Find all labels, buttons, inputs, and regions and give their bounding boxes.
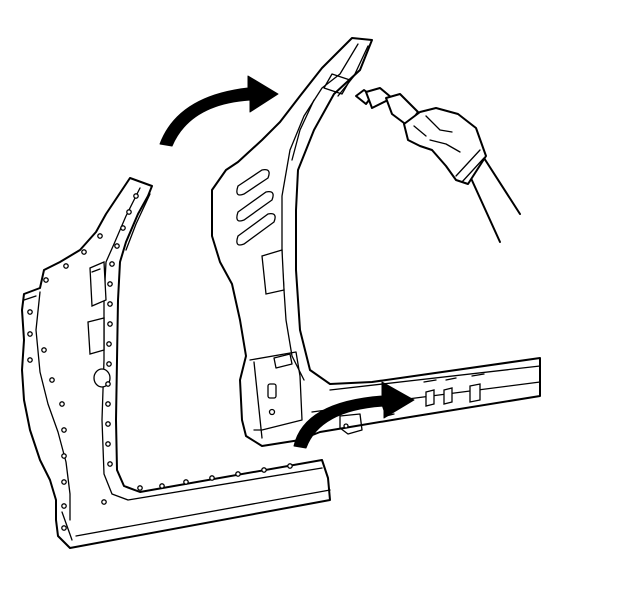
welding-torch-in-gloved-hand: [355, 87, 521, 243]
outer-body-side-panel: [21, 177, 331, 549]
weld-spots-left-panel: [27, 193, 293, 531]
install-arrow-lower: [293, 381, 415, 449]
install-arrow-upper: [159, 75, 279, 147]
replacement-hinge-pillar-section: [211, 37, 541, 447]
